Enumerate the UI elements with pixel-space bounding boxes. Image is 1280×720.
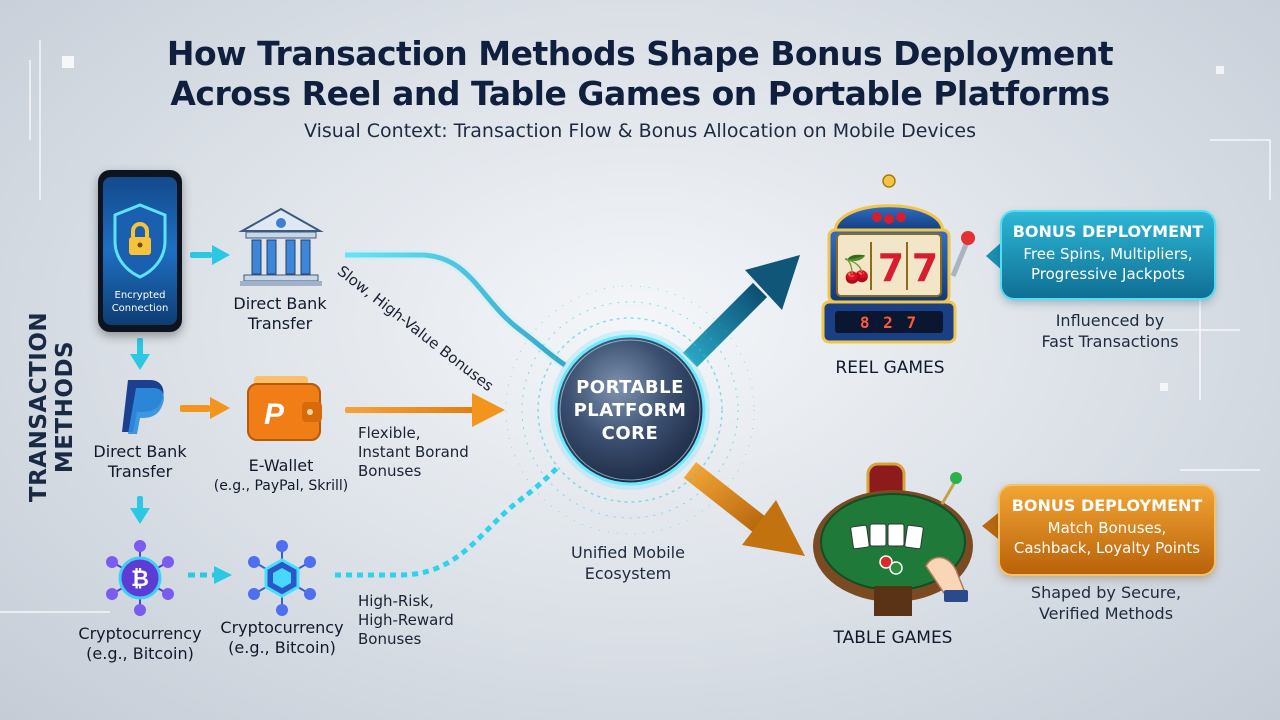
table-note-line-1: Shaped by Secure, — [1030, 583, 1182, 602]
reel-bonus-line-1: Free Spins, Multipliers, — [1023, 245, 1193, 263]
crypto-mid-label-line-2: (e.g., Bitcoin) — [228, 638, 336, 657]
phone-screen: Encrypted Connection — [103, 177, 177, 325]
reel-games-label: REEL GAMES — [835, 358, 945, 378]
bank-label: Direct Bank Transfer — [210, 294, 350, 334]
crypto-left-icon: ₿ — [106, 540, 174, 616]
crypto-flow-label: High-Risk, High-Reward Bonuses — [358, 592, 508, 649]
table-arrow — [683, 462, 767, 533]
svg-text:₿: ₿ — [131, 566, 149, 591]
crypto-mid-label-line-1: Cryptocurrency — [220, 618, 344, 637]
reel-bonus-pointer — [986, 240, 1004, 272]
slot-reel-2: 7 — [877, 246, 905, 290]
core-label-line-3: CORE — [601, 423, 659, 444]
crypto-flow-label-line-2: High-Reward — [358, 611, 454, 629]
phone-label: Encrypted Connection — [103, 289, 177, 315]
ecosystem-label-line-1: Unified Mobile — [571, 543, 685, 562]
slot-reel-1: 🍒 — [840, 254, 874, 284]
bank-label-line-2: Transfer — [247, 314, 313, 333]
ewallet-label-line-2: (e.g., PayPal, Skrill) — [213, 478, 349, 494]
table-bonus-line-1: Match Bonuses, — [1047, 519, 1167, 537]
crypto-flow-label-line-1: High-Risk, — [358, 592, 434, 610]
paypal-label-line-2: Transfer — [107, 462, 173, 481]
subtitle: Visual Context: Transaction Flow & Bonus… — [304, 120, 976, 142]
slot-machine-icon — [821, 174, 975, 344]
table-note-line-2: Verified Methods — [1038, 604, 1174, 623]
crypto-left-label: Cryptocurrency (e.g., Bitcoin) — [64, 624, 216, 664]
table-bonus-title: BONUS DEPLOYMENT — [1011, 496, 1203, 515]
bank-label-line-1: Direct Bank — [233, 294, 327, 313]
crypto-mid-label: Cryptocurrency (e.g., Bitcoin) — [206, 618, 358, 658]
reel-note: Influenced by Fast Transactions — [1010, 310, 1210, 352]
slot-reel-3: 7 — [911, 246, 939, 290]
bank-flow-line — [345, 252, 567, 368]
svg-text:P: P — [264, 398, 285, 431]
platform-core-sphere — [550, 330, 710, 490]
phone-label-line-2: Connection — [111, 303, 169, 314]
paypal-down-arrow — [130, 496, 150, 524]
title-line-1: How Transaction Methods Shape Bonus Depl… — [166, 34, 1114, 73]
ewallet-flow-label-line-2: Instant Borand — [358, 443, 469, 461]
phone-to-bank-arrow — [190, 245, 230, 265]
ewallet-flow-label: Flexible, Instant Borand Bonuses — [358, 424, 508, 481]
table-bonus-line-2: Cashback, Loyalty Points — [1013, 539, 1201, 557]
bank-icon — [238, 207, 324, 286]
phone-label-line-1: Encrypted — [114, 290, 166, 301]
reel-arrow — [682, 282, 768, 368]
paypal-to-wallet-arrow — [180, 397, 230, 419]
reel-note-line-1: Influenced by — [1055, 311, 1165, 330]
crypto-flow-line — [335, 463, 562, 578]
wallet-icon: P — [247, 376, 322, 441]
slot-counter: 8 2 7 — [859, 313, 919, 332]
ecosystem-label: Unified Mobile Ecosystem — [548, 542, 708, 584]
ewallet-flow-label-line-1: Flexible, — [358, 424, 421, 442]
table-bonus-box: BONUS DEPLOYMENT Match Bonuses, Cashback… — [1000, 486, 1214, 574]
core-orbit-rings — [505, 285, 755, 535]
paypal-icon — [122, 380, 164, 434]
title-block: How Transaction Methods Shape Bonus Depl… — [0, 34, 1280, 142]
crypto-flow-label-line-3: Bonuses — [358, 630, 422, 648]
paypal-label: Direct Bank Transfer — [70, 442, 210, 482]
title-line-2: Across Reel and Table Games on Portable … — [170, 74, 1110, 113]
core-label-line-2: PLATFORM — [573, 400, 687, 421]
crypto-mid-icon — [248, 540, 316, 616]
ecosystem-label-line-2: Ecosystem — [584, 564, 672, 583]
phone-down-arrow — [130, 338, 150, 370]
lock-shield-icon — [113, 203, 167, 279]
crypto-left-label-line-2: (e.g., Bitcoin) — [86, 644, 194, 663]
ewallet-flow-line — [345, 407, 475, 413]
poker-table-icon — [813, 462, 973, 616]
reel-note-line-2: Fast Transactions — [1041, 332, 1179, 351]
reel-bonus-title: BONUS DEPLOYMENT — [1012, 222, 1204, 241]
ewallet-label-line-1: E-Wallet — [248, 456, 314, 475]
core-label: PORTABLE PLATFORM CORE — [548, 376, 712, 445]
reel-bonus-box: BONUS DEPLOYMENT Free Spins, Multipliers… — [1002, 212, 1214, 298]
core-label-line-1: PORTABLE — [576, 377, 684, 398]
phone-device: Encrypted Connection — [98, 170, 182, 332]
table-bonus-pointer — [982, 510, 1002, 542]
crypto-arrowhead — [214, 566, 232, 584]
table-games-label: TABLE GAMES — [833, 628, 953, 648]
paypal-label-line-1: Direct Bank — [93, 442, 187, 461]
ewallet-label: E-Wallet (e.g., PayPal, Skrill) — [196, 456, 366, 496]
reel-bonus-line-2: Progressive Jackpots — [1031, 265, 1185, 283]
table-note: Shaped by Secure, Verified Methods — [1006, 582, 1206, 624]
ewallet-flow-label-line-3: Bonuses — [358, 462, 422, 480]
crypto-left-label-line-1: Cryptocurrency — [78, 624, 202, 643]
